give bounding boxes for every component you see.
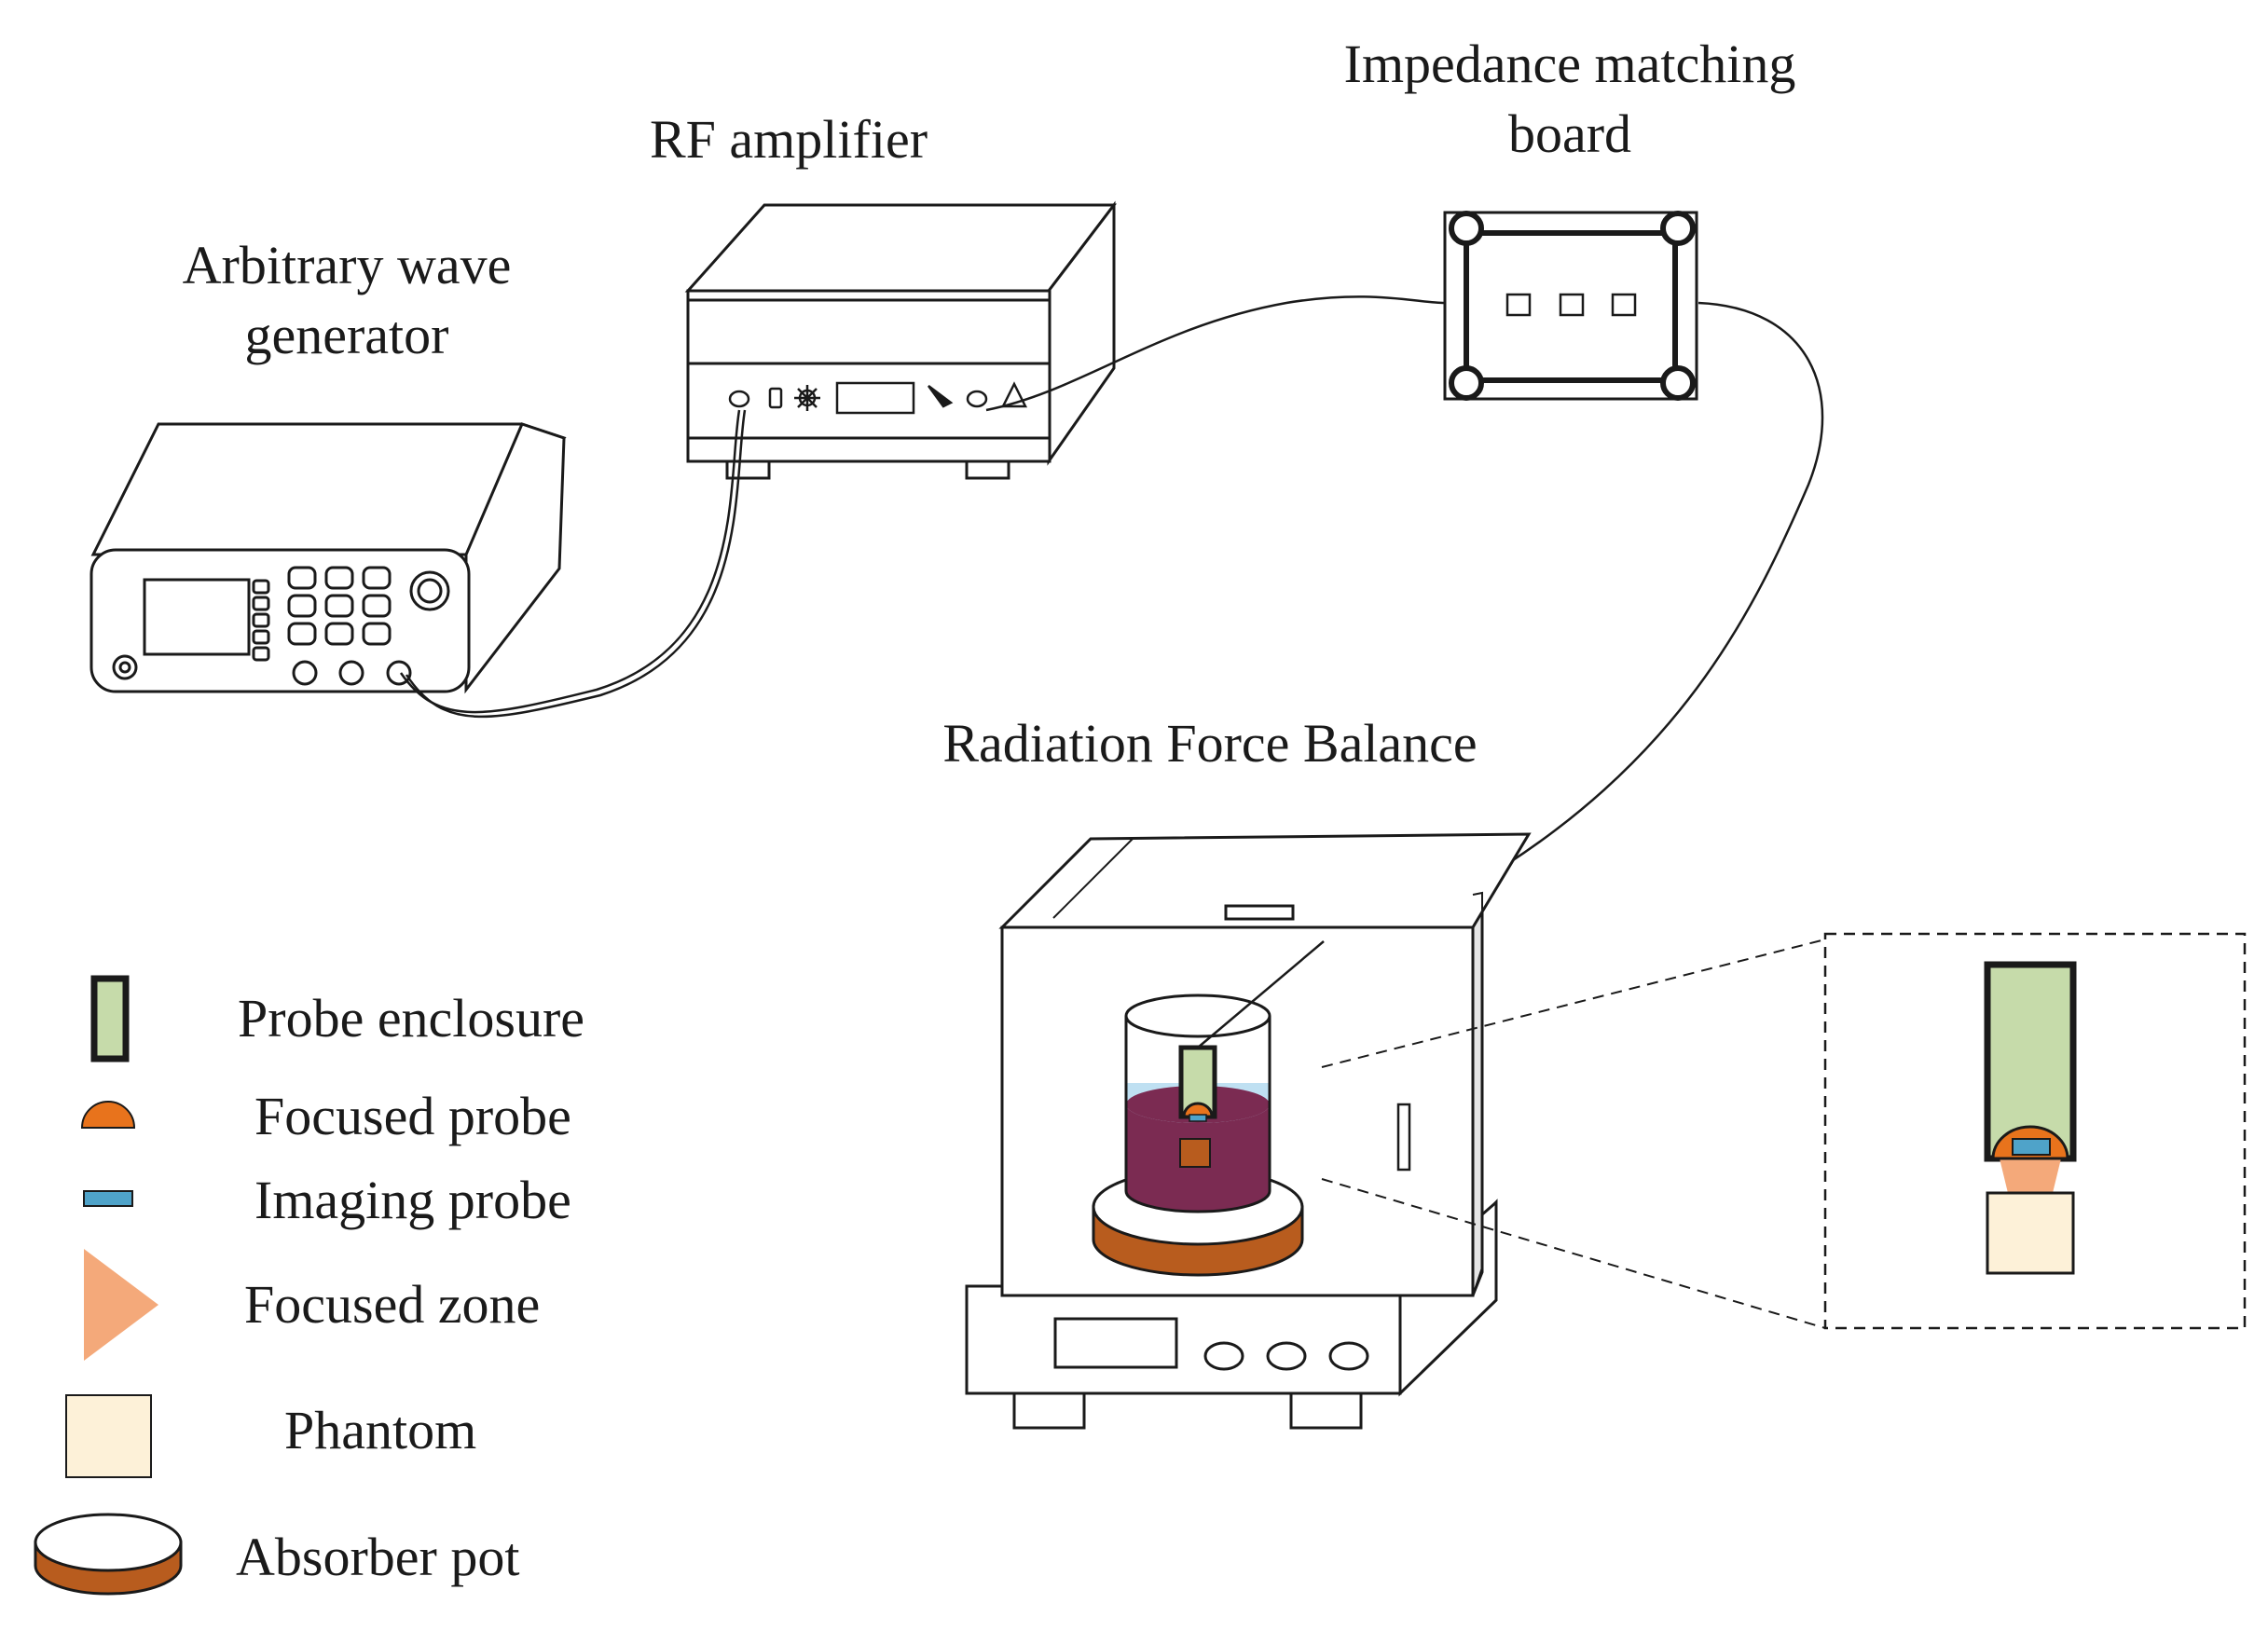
rf-amplifier-label: RF amplifier bbox=[649, 109, 928, 170]
legend-icons bbox=[34, 975, 183, 1596]
imaging-probe-icon bbox=[83, 1190, 133, 1207]
legend-label-focused-probe: Focused probe bbox=[254, 1086, 571, 1146]
impedance-matching-board bbox=[1443, 211, 1698, 401]
radiation-force-balance bbox=[965, 832, 1532, 1430]
legend-label-phantom: Phantom bbox=[284, 1400, 477, 1460]
probe-enclosure-icon bbox=[90, 975, 130, 1062]
side-keys bbox=[252, 579, 270, 662]
arbitrary-wave-generator bbox=[89, 422, 567, 694]
focused-probe-icon bbox=[80, 1101, 136, 1129]
phantom-icon bbox=[65, 1394, 152, 1478]
arbitrary-wave-generator-label: Arbitrary wave generator bbox=[182, 235, 512, 366]
legend-label-probe-enclosure: Probe enclosure bbox=[238, 988, 585, 1048]
keypad bbox=[287, 566, 392, 646]
rf-amplifier bbox=[684, 200, 1118, 480]
impedance-matching-board-label: Impedance matching board bbox=[1343, 34, 1796, 165]
radiation-force-balance-label: Radiation Force Balance bbox=[942, 713, 1478, 774]
legend-label-imaging-probe: Imaging probe bbox=[254, 1170, 571, 1230]
probe-in-beaker bbox=[1178, 940, 1325, 1168]
zoom-inset bbox=[1321, 932, 2247, 1330]
legend-label-absorber-pot: Absorber pot bbox=[236, 1527, 520, 1587]
legend-label-focused-zone: Focused zone bbox=[244, 1274, 541, 1335]
absorber-pot-icon bbox=[34, 1513, 183, 1596]
front-controls bbox=[728, 381, 1028, 415]
focused-zone-icon bbox=[84, 1249, 158, 1361]
